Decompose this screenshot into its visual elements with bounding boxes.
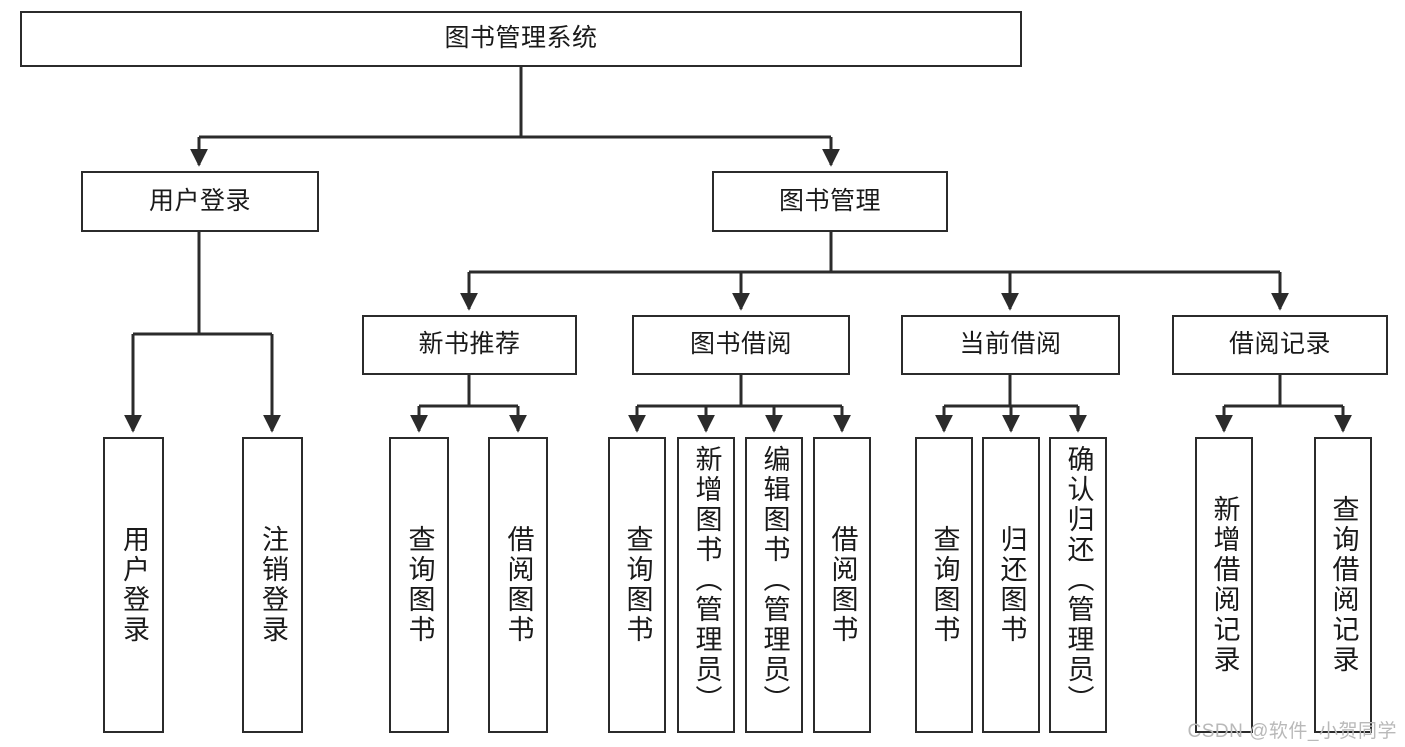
node-book-borrow[interactable]: 图书借阅 <box>632 315 850 375</box>
node-leaf-borrow-book-2[interactable]: 借阅图书 <box>813 437 871 733</box>
node-borrow-record-label: 借阅记录 <box>1228 330 1331 359</box>
node-leaf-query-book-3-label: 查询图书 <box>929 525 960 645</box>
node-new-book-recommend[interactable]: 新书推荐 <box>362 315 577 375</box>
node-user-login-label: 用户登录 <box>148 186 251 215</box>
node-leaf-query-book-2[interactable]: 查询图书 <box>608 437 666 733</box>
node-leaf-logout-login-label: 注销登录 <box>258 525 288 645</box>
node-leaf-query-record-label: 查询借阅记录 <box>1328 495 1359 675</box>
node-leaf-user-login[interactable]: 用户登录 <box>103 437 164 733</box>
node-leaf-confirm-return-label: 确认归还（管理员） <box>1063 445 1094 715</box>
node-leaf-confirm-return[interactable]: 确认归还（管理员） <box>1049 437 1107 733</box>
node-leaf-add-record[interactable]: 新增借阅记录 <box>1195 437 1253 733</box>
node-leaf-borrow-book-2-label: 借阅图书 <box>827 525 858 645</box>
node-leaf-query-book-1[interactable]: 查询图书 <box>389 437 449 733</box>
node-leaf-return-book-label: 归还图书 <box>996 525 1027 645</box>
node-book-manage[interactable]: 图书管理 <box>712 171 948 232</box>
node-current-borrow[interactable]: 当前借阅 <box>901 315 1120 375</box>
node-user-login[interactable]: 用户登录 <box>81 171 319 232</box>
node-leaf-edit-book[interactable]: 编辑图书（管理员） <box>745 437 803 733</box>
node-book-manage-label: 图书管理 <box>778 186 881 215</box>
node-leaf-edit-book-label: 编辑图书（管理员） <box>759 445 790 715</box>
node-leaf-logout-login[interactable]: 注销登录 <box>242 437 303 733</box>
node-root-label: 图书管理系统 <box>444 24 598 53</box>
node-leaf-add-book[interactable]: 新增图书（管理员） <box>677 437 735 733</box>
node-leaf-query-record[interactable]: 查询借阅记录 <box>1314 437 1372 733</box>
csdn-watermark: CSDN @软件_小贺同学 <box>1187 721 1397 742</box>
node-new-book-recommend-label: 新书推荐 <box>418 330 521 359</box>
node-root[interactable]: 图书管理系统 <box>20 11 1022 67</box>
node-leaf-add-book-label: 新增图书（管理员） <box>691 445 722 715</box>
node-leaf-user-login-label: 用户登录 <box>119 525 149 645</box>
node-leaf-query-book-3[interactable]: 查询图书 <box>915 437 973 733</box>
node-book-borrow-label: 图书借阅 <box>689 330 792 359</box>
node-leaf-borrow-book-1[interactable]: 借阅图书 <box>488 437 548 733</box>
node-leaf-query-book-1-label: 查询图书 <box>404 525 435 645</box>
node-current-borrow-label: 当前借阅 <box>959 330 1062 359</box>
node-leaf-borrow-book-1-label: 借阅图书 <box>503 525 534 645</box>
node-borrow-record[interactable]: 借阅记录 <box>1172 315 1388 375</box>
node-leaf-add-record-label: 新增借阅记录 <box>1209 495 1240 675</box>
node-leaf-query-book-2-label: 查询图书 <box>622 525 653 645</box>
node-leaf-return-book[interactable]: 归还图书 <box>982 437 1040 733</box>
